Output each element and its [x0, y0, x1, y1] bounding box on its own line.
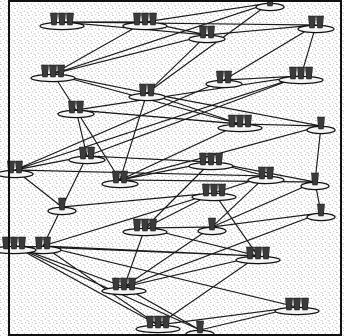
cup-icon [18, 237, 25, 249]
cup-icon [210, 184, 217, 196]
cup-icon [139, 84, 146, 96]
cup-icon [112, 171, 119, 183]
cup-icon [207, 153, 214, 165]
node-pad [69, 156, 105, 163]
cup-icon [76, 101, 83, 113]
node-pad [298, 25, 334, 32]
cup-icon [112, 278, 119, 290]
cup-icon [216, 71, 223, 83]
cup-icon [218, 184, 225, 196]
cup-icon [41, 65, 48, 77]
cup-icon [199, 26, 206, 38]
cup-icon [317, 117, 324, 129]
cup-icon [215, 153, 222, 165]
cup-icon [244, 115, 251, 127]
cup-icon [246, 247, 253, 259]
cup-icon [141, 13, 148, 25]
cup-icon [10, 237, 17, 249]
cup-icon [301, 298, 308, 310]
cup-icon [289, 67, 296, 79]
cup-icon [196, 321, 203, 333]
cup-icon [147, 84, 154, 96]
cup-icon [317, 204, 324, 216]
cup-icon [128, 278, 135, 290]
cup-icon [35, 237, 42, 249]
cup-icon [50, 13, 57, 25]
cup-icon [199, 153, 206, 165]
cup-icon [133, 13, 140, 25]
node-pad [206, 80, 242, 87]
cup-icon [208, 218, 215, 230]
cup-icon [87, 147, 94, 159]
cup-icon [308, 16, 315, 28]
cup-icon [285, 298, 292, 310]
cup-icon [162, 316, 169, 328]
cup-icon [262, 247, 269, 259]
cup-icon [68, 101, 75, 113]
node-pad [248, 176, 284, 183]
cup-icon [43, 237, 50, 249]
cup-icon [266, 167, 273, 179]
cup-icon [49, 65, 56, 77]
cup-icon [316, 16, 323, 28]
cup-icon [202, 184, 209, 196]
cup-icon [66, 13, 73, 25]
cup-icon [79, 147, 86, 159]
cup-icon [207, 26, 214, 38]
cup-icon [297, 67, 304, 79]
cup-icon [149, 13, 156, 25]
cup-icon [311, 173, 318, 185]
cup-icon [58, 13, 65, 25]
node-pad [102, 180, 138, 187]
cup-icon [133, 219, 140, 231]
cup-icon [58, 198, 65, 210]
node-pad [58, 110, 94, 117]
cup-icon [15, 161, 22, 173]
cup-icon [293, 298, 300, 310]
cup-icon [254, 247, 261, 259]
node-pad [129, 93, 165, 100]
cup-icon [228, 115, 235, 127]
cup-icon [57, 65, 64, 77]
cup-icon [154, 316, 161, 328]
cup-icon [120, 171, 127, 183]
cup-icon [305, 67, 312, 79]
cup-icon [236, 115, 243, 127]
cup-icon [224, 71, 231, 83]
cup-icon [141, 219, 148, 231]
cup-icon [149, 219, 156, 231]
cup-icon [146, 316, 153, 328]
cup-icon [120, 278, 127, 290]
cup-icon [258, 167, 265, 179]
node-pad [189, 35, 225, 42]
